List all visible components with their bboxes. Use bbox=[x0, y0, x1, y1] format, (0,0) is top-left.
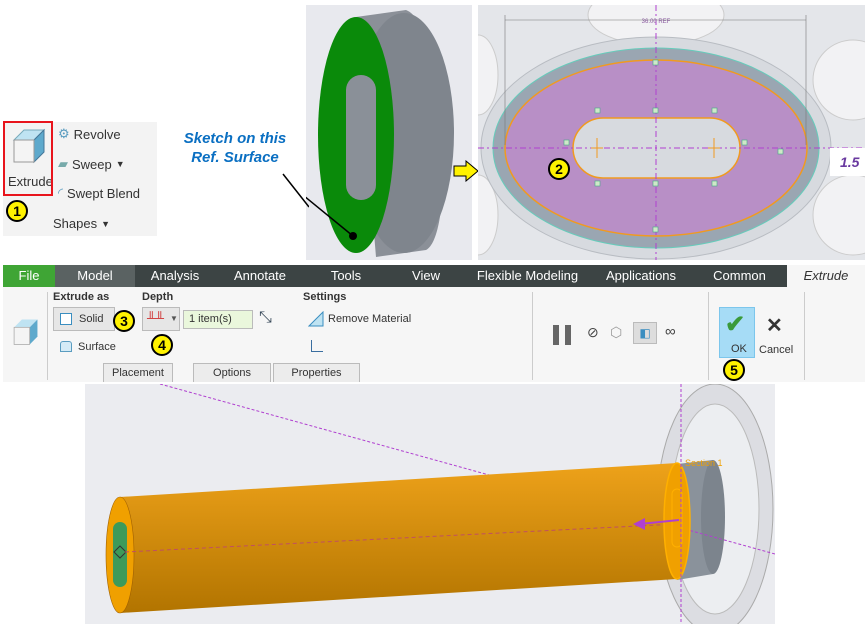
solid-icon bbox=[60, 313, 72, 325]
section-label: Section 1 bbox=[685, 458, 723, 468]
sketch-view[interactable]: 36.00 REF bbox=[478, 5, 865, 260]
remove-material-label: Remove Material bbox=[328, 313, 412, 325]
depth-references-field[interactable]: 1 item(s) bbox=[183, 310, 253, 329]
verify-preview-icon[interactable]: ⬡ bbox=[610, 324, 623, 340]
depth-label: Depth bbox=[142, 291, 174, 303]
dimension-value[interactable]: 1.5 bbox=[830, 148, 865, 176]
step-badge-2: 2 bbox=[548, 158, 570, 180]
checkmark-icon: ✔ bbox=[725, 311, 746, 338]
annotation-line1: Sketch on this bbox=[183, 130, 287, 147]
sweep-icon: ▰ bbox=[58, 156, 68, 171]
leader-line bbox=[282, 173, 309, 208]
cancel-label: Cancel bbox=[759, 344, 794, 356]
tab-extrude[interactable]: Extrude bbox=[787, 265, 865, 287]
remove-material-button[interactable]: Remove Material bbox=[308, 309, 418, 329]
tab-model[interactable]: Model bbox=[55, 265, 135, 287]
settings-label: Settings bbox=[303, 291, 347, 303]
feature-preview-icon[interactable]: ◧ bbox=[633, 322, 657, 344]
ok-button[interactable]: ✔ OK bbox=[719, 307, 755, 358]
no-preview-icon[interactable]: ⊘ bbox=[587, 324, 599, 340]
chevron-down-icon: ▼ bbox=[170, 314, 178, 323]
tab-annotate[interactable]: Annotate bbox=[233, 268, 287, 283]
chevron-down-icon: ▼ bbox=[115, 159, 125, 169]
extrude-as-label: Extrude as bbox=[53, 291, 110, 303]
surface-label: Surface bbox=[78, 341, 116, 353]
cancel-button[interactable]: ✕ Cancel bbox=[757, 313, 793, 357]
depth-type-dropdown[interactable]: ╨╨ ▼ bbox=[142, 307, 180, 331]
extrude-icon bbox=[12, 128, 46, 164]
solid-label: Solid bbox=[79, 313, 104, 325]
tab-common[interactable]: Common bbox=[713, 268, 766, 283]
step-badge-3: 3 bbox=[113, 310, 135, 332]
highlight-box bbox=[3, 121, 53, 196]
extrude-feature-icon bbox=[13, 319, 38, 345]
ribbon-tabs: File Model Analysis Annotate Tools View … bbox=[3, 265, 865, 287]
swept-blend-icon: ◜ bbox=[58, 185, 64, 200]
extrude-button[interactable]: Extrude bbox=[5, 124, 53, 194]
tab-placement[interactable]: Placement bbox=[103, 363, 173, 382]
revolve-icon: ⚙ bbox=[58, 126, 70, 141]
thicken-sketch-icon[interactable] bbox=[311, 340, 323, 352]
surface-button[interactable]: Surface bbox=[58, 339, 118, 357]
solid-button[interactable]: Solid bbox=[53, 307, 115, 331]
sweep-label: Sweep bbox=[72, 156, 112, 172]
blind-depth-icon: ╨╨ bbox=[147, 311, 165, 325]
flip-direction-icon[interactable]: ⤡ bbox=[259, 309, 272, 326]
shapes-group-label: Shapes bbox=[53, 216, 98, 231]
surface-icon bbox=[60, 341, 72, 352]
step-badge-4: 4 bbox=[151, 334, 173, 356]
revolve-label: Revolve bbox=[73, 126, 121, 142]
glasses-icon[interactable]: ∞ bbox=[665, 323, 676, 340]
shapes-panel: Extrude ⚙Revolve ▰Sweep▼ ◜Swept Blend Sh… bbox=[3, 122, 157, 236]
tab-options[interactable]: Options bbox=[193, 363, 271, 382]
remove-material-icon bbox=[308, 311, 324, 327]
annotation-line2: Ref. Surface bbox=[191, 149, 279, 166]
tab-view[interactable]: View bbox=[412, 268, 440, 283]
tab-analysis[interactable]: Analysis bbox=[150, 268, 200, 283]
arrow-right-icon bbox=[453, 160, 479, 182]
ring-3d-view[interactable] bbox=[306, 5, 472, 260]
pause-icon[interactable] bbox=[553, 325, 571, 345]
swept-blend-button[interactable]: ◜Swept Blend bbox=[58, 185, 140, 201]
revolve-button[interactable]: ⚙Revolve bbox=[58, 126, 121, 142]
shapes-group-menu[interactable]: Shapes▼ bbox=[53, 216, 110, 231]
extrude-label: Extrude bbox=[8, 174, 53, 189]
reference-dimension[interactable]: 36.00 REF bbox=[642, 19, 671, 25]
close-icon: ✕ bbox=[766, 315, 783, 337]
swept-blend-label: Swept Blend bbox=[67, 185, 141, 201]
tab-tools[interactable]: Tools bbox=[330, 268, 362, 283]
tab-file[interactable]: File bbox=[3, 265, 55, 287]
extrude-preview-view[interactable]: Section 1 bbox=[85, 384, 775, 624]
step-badge-5: 5 bbox=[723, 359, 745, 381]
tab-flexible-modeling[interactable]: Flexible Modeling bbox=[476, 268, 579, 283]
extrude-dashboard: Extrude as Solid 3 Surface Depth ╨╨ ▼ 4 1… bbox=[3, 287, 865, 382]
tab-applications[interactable]: Applications bbox=[605, 268, 677, 283]
tab-properties[interactable]: Properties bbox=[273, 363, 360, 382]
ok-label: OK bbox=[731, 343, 747, 355]
sweep-button[interactable]: ▰ Sweep▼ bbox=[58, 156, 125, 172]
step-badge-1: 1 bbox=[6, 200, 28, 222]
chevron-down-icon: ▼ bbox=[101, 218, 111, 229]
